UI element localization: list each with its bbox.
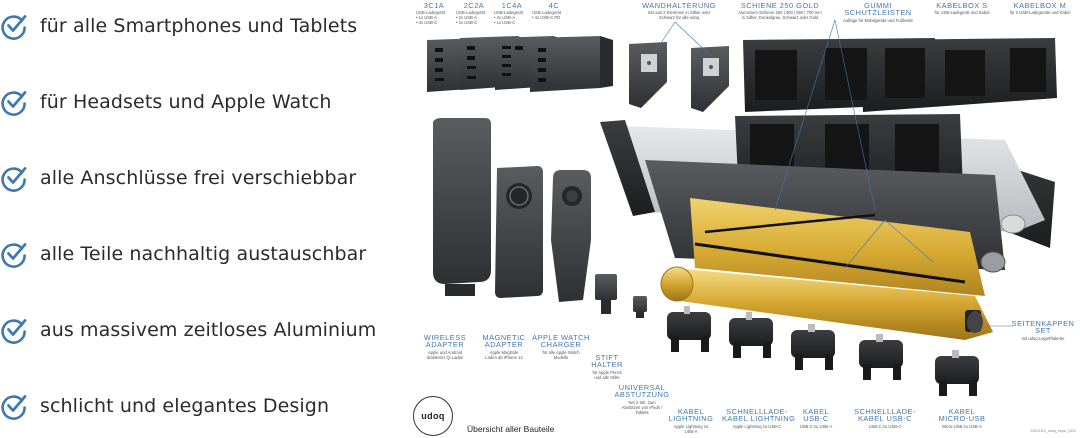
leader-lines bbox=[654, 19, 1013, 327]
label-universal-abstuetzung: UNIVERSAL ABSTÜTZUNG Set 2 Stk. zum Abst… bbox=[614, 383, 670, 415]
rubber-strips bbox=[694, 213, 966, 284]
label-apple-watch-charger: APPLE WATCH CHARGER für alle Apple Watch… bbox=[532, 333, 590, 360]
udoq-logo: udoq bbox=[413, 396, 453, 436]
stylus-holder bbox=[595, 274, 617, 314]
component-illustration bbox=[427, 19, 1057, 396]
feature-text: alle Anschlüsse frei verschiebbar bbox=[40, 167, 357, 189]
label-gummi: GUMMI SCHUTZLEISTEN Auflage für Mobilger… bbox=[843, 1, 913, 23]
label-kabelbox-m: KABELBOX M für 2 USB-Ladegeräte und Kabe… bbox=[1009, 1, 1071, 16]
label-schnelllade-usbc: SCHNELLLADE- KABEL USB-C USB-C zu USB-C bbox=[854, 407, 916, 429]
feature-text: aus massivem zeitloses Aluminium bbox=[40, 319, 377, 341]
check-circle-icon bbox=[1, 91, 27, 116]
magnetic-adapter bbox=[495, 166, 543, 298]
feature-item: für alle Smartphones und Tablets bbox=[0, 6, 357, 46]
cable-box-s bbox=[743, 38, 935, 112]
feature-item: aus massivem zeitloses Aluminium bbox=[0, 310, 376, 350]
label-stift-halter: STIFT HALTER für Apple Pencil und alle S… bbox=[591, 353, 623, 380]
feature-item: alle Anschlüsse frei verschiebbar bbox=[0, 158, 356, 198]
check-circle-icon bbox=[1, 15, 27, 40]
overview-caption: Übersicht aller Bauteile bbox=[467, 424, 555, 434]
label-magnetic-adapter: MAGNETIC ADAPTER Apple MagSafe Laden ab … bbox=[482, 333, 526, 360]
usb-charger-4c bbox=[530, 36, 613, 92]
feature-item: schlicht und elegantes Design bbox=[0, 386, 329, 426]
label-kabel-usbc: KABEL USB-C USB-C zu USB-A bbox=[799, 407, 833, 429]
feature-text: für alle Smartphones und Tablets bbox=[40, 15, 358, 37]
side-caps bbox=[965, 310, 983, 333]
label-wandhalterung: WANDHALTERUNG Set aus 2 Klemmen in Silbe… bbox=[642, 1, 716, 21]
cable-connector-usbc bbox=[791, 324, 835, 370]
universal-support bbox=[633, 296, 647, 318]
cable-connector-micro-usb bbox=[935, 350, 979, 396]
feature-item: alle Teile nachhaltig austauschbar bbox=[0, 234, 366, 274]
feature-text: alle Teile nachhaltig austauschbar bbox=[40, 243, 367, 265]
check-circle-icon bbox=[1, 395, 27, 420]
feature-text: für Headsets und Apple Watch bbox=[40, 91, 332, 113]
check-circle-icon bbox=[1, 319, 27, 344]
wall-mount-clamps bbox=[629, 42, 729, 112]
apple-watch-charger bbox=[551, 170, 591, 302]
check-circle-icon bbox=[1, 167, 27, 192]
label-1c4a: 1C4A USB-Ladegerät • 4x USB-A • 1x USB-C bbox=[494, 1, 523, 26]
label-wireless-adapter: WIRELESS ADAPTER Apple und Android draht… bbox=[423, 333, 467, 360]
rail-gold bbox=[660, 198, 993, 340]
article-number: 20201119_udoq_explo_DEU bbox=[1030, 429, 1076, 433]
cable-connector-fast-usbc bbox=[859, 334, 903, 380]
label-kabel-micro-usb: KABEL Micro-USB Micro-USB zu USB-A bbox=[938, 407, 986, 429]
label-2c2a: 2C2A USB-Ladegerät • 2x USB-A • 2x USB-C bbox=[456, 1, 485, 26]
feature-text: schlicht und elegantes Design bbox=[40, 395, 330, 417]
label-schnelllade-lightning: SCHNELLLADE- KABEL Lightning Apple Light… bbox=[722, 407, 796, 429]
wireless-adapter bbox=[433, 118, 491, 296]
label-kabel-lightning: KABEL Lightning Apple Lightning zu USB-A bbox=[668, 407, 714, 434]
cable-connector-fast-lightning bbox=[729, 312, 773, 358]
feature-item: für Headsets und Apple Watch bbox=[0, 82, 332, 122]
label-4c: 4C USB-Ladegerät • 4x USB-C PD bbox=[532, 1, 561, 21]
feature-list: für alle Smartphones und Tablets für Hea… bbox=[0, 0, 395, 438]
label-schiene: SCHIENE 250 gold Aluminium-Schiene 250 |… bbox=[738, 1, 822, 21]
check-circle-icon bbox=[1, 243, 27, 268]
label-kabelbox-s: KABELBOX S für USB-Ladegerät und Kabel bbox=[934, 1, 990, 16]
label-3c1a: 3C1A USB-Ladegerät • 1x USB-A • 3x USB-C bbox=[416, 1, 445, 26]
label-seitenkappen: SEITENKAPPEN Set mit udoq Logo/Plakette bbox=[1011, 319, 1075, 341]
cable-connector-lightning bbox=[667, 306, 711, 352]
